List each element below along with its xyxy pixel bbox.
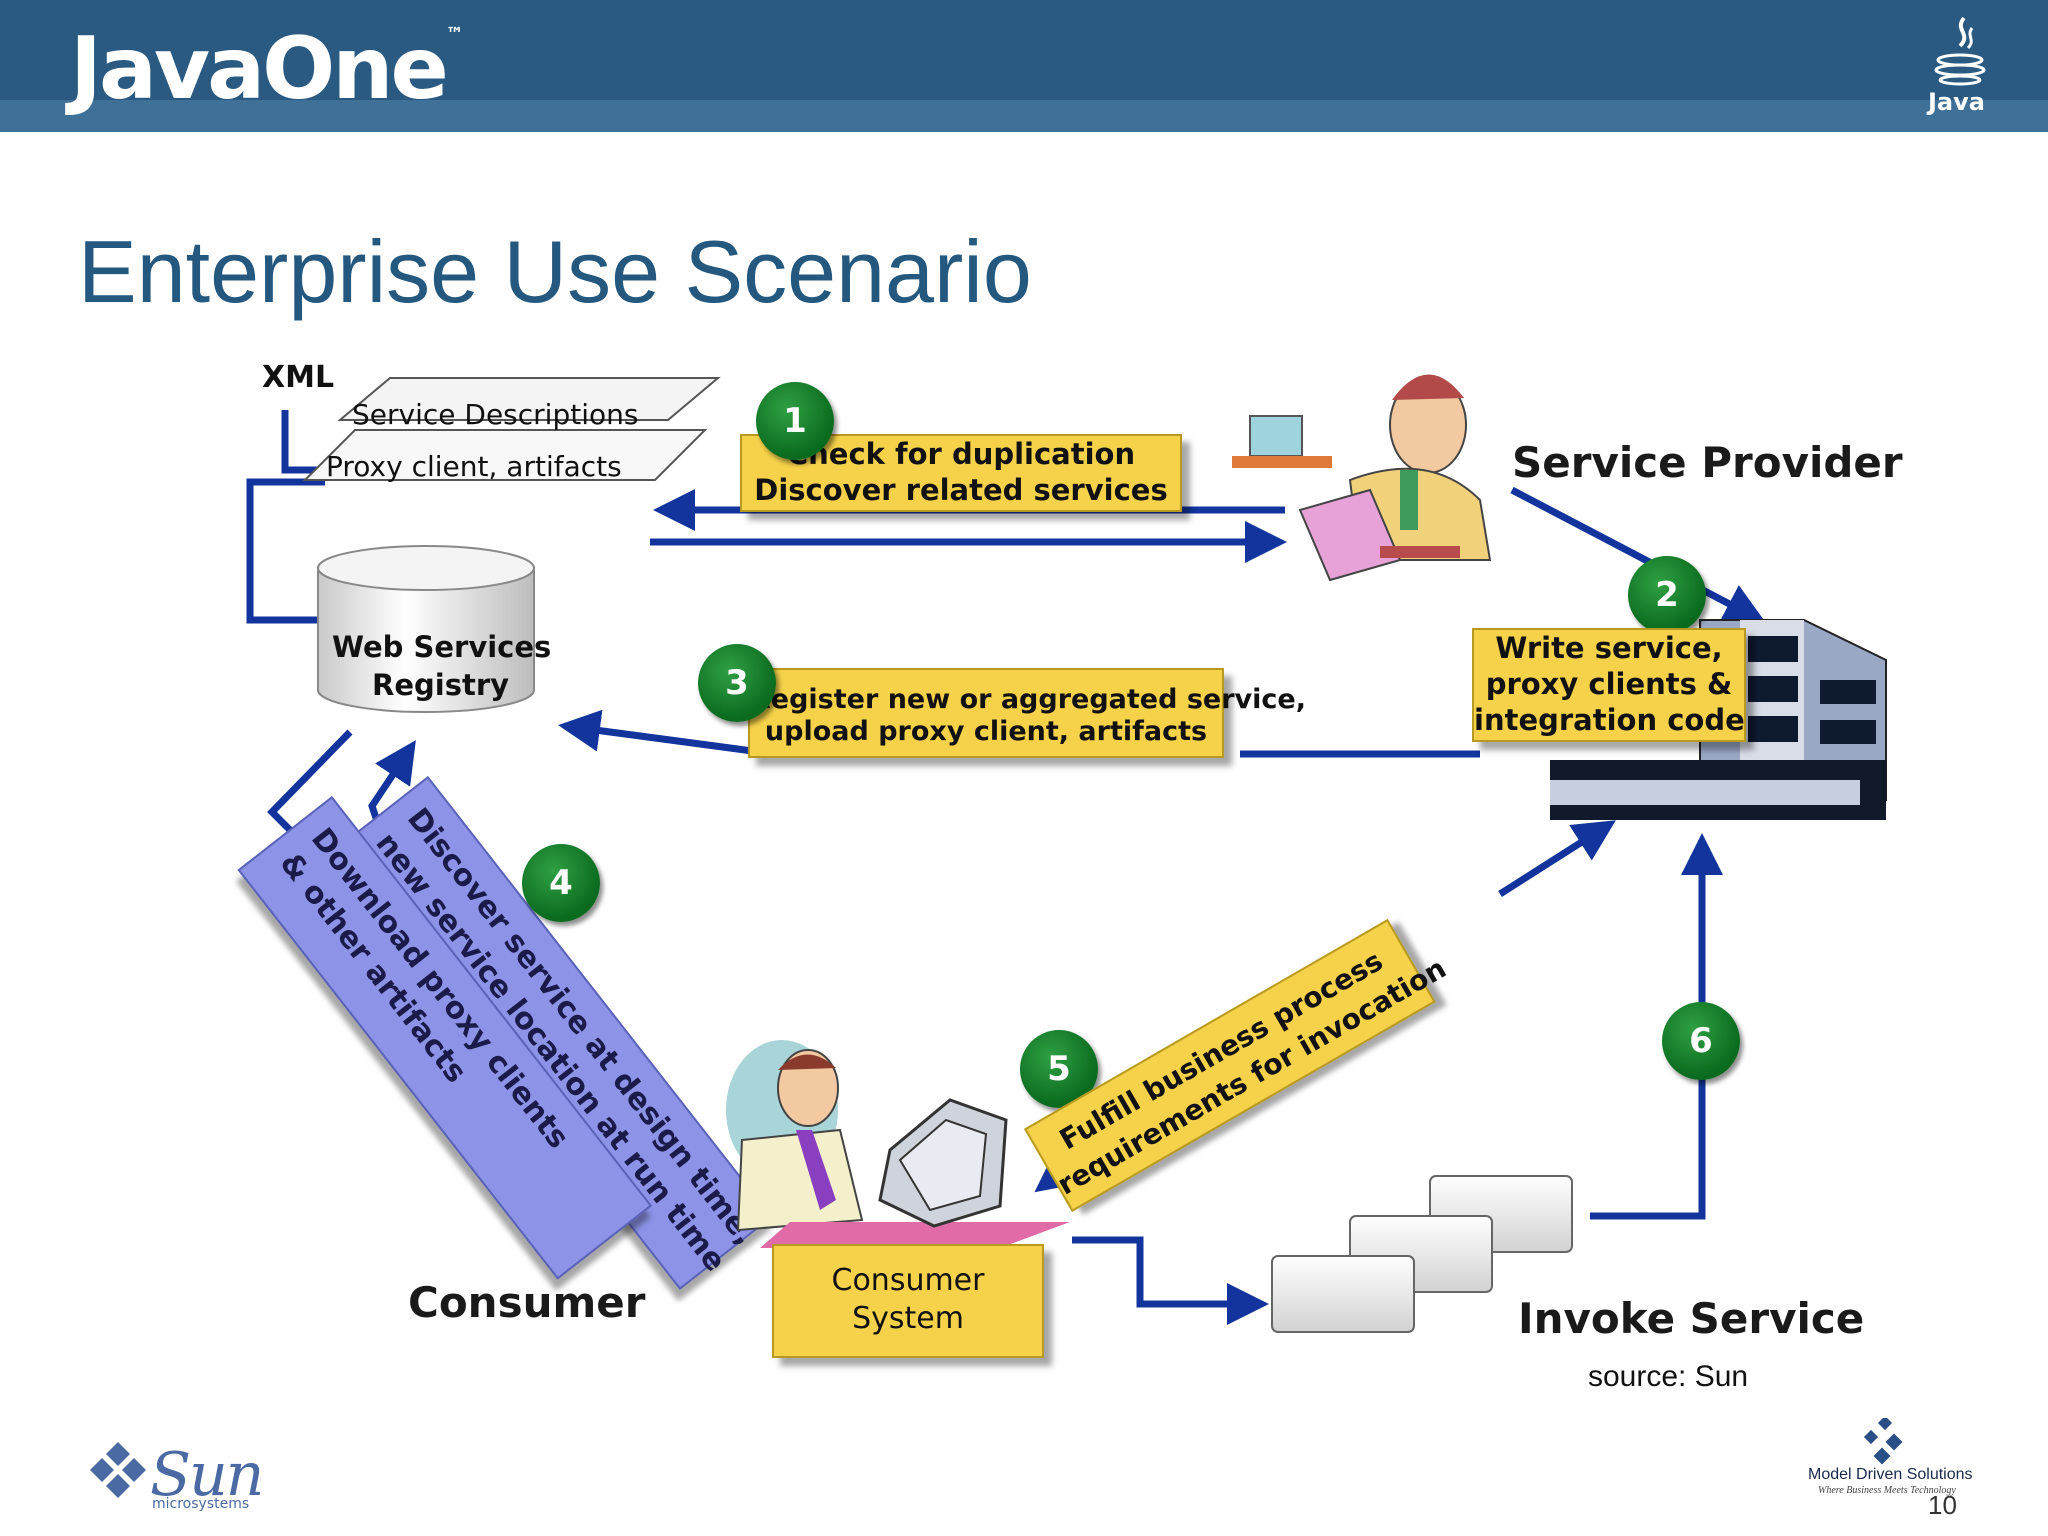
step-2-line: proxy clients & bbox=[1485, 667, 1733, 701]
step-2-line: Write service, bbox=[1495, 631, 1723, 665]
step-2-line: integration code bbox=[1474, 703, 1745, 737]
step-1-line: Discover related services bbox=[754, 473, 1168, 507]
model-driven-solutions-tagline: Where Business Meets Technology bbox=[1818, 1485, 1956, 1496]
trademark-mark: ™ bbox=[445, 24, 464, 45]
registry-label-line2: Registry bbox=[372, 668, 510, 702]
page-number: 10 bbox=[1928, 1490, 1957, 1520]
step-3-line: Register new or aggregated service, bbox=[750, 684, 1306, 715]
step-4-badge: 4 bbox=[522, 844, 600, 922]
registry-label-line1: Web Services bbox=[332, 630, 552, 664]
javaone-logo-text: JavaOne bbox=[70, 19, 449, 119]
model-driven-solutions-name: Model Driven Solutions bbox=[1808, 1466, 1973, 1483]
sun-logo-subtext: microsystems bbox=[152, 1496, 250, 1512]
consumer-system-line: System bbox=[852, 1301, 964, 1336]
xml-label: XML bbox=[262, 360, 335, 395]
consumer-label: Consumer bbox=[408, 1278, 646, 1327]
model-driven-solutions-logo-icon bbox=[1863, 1418, 1903, 1465]
slide-title: Enterprise Use Scenario bbox=[78, 222, 1032, 321]
sun-logo-text: Sun bbox=[150, 1440, 264, 1510]
step-6-badge: 6 bbox=[1662, 1002, 1740, 1080]
step-1-badge: 1 bbox=[756, 382, 834, 460]
step-2-box: Write service, proxy clients & integrati… bbox=[1472, 628, 1746, 742]
step-3-line: upload proxy client, artifacts bbox=[764, 716, 1208, 747]
xml-item-proxy-client: Proxy client, artifacts bbox=[326, 450, 622, 483]
step-5-badge: 5 bbox=[1020, 1030, 1098, 1108]
service-provider-label: Service Provider bbox=[1512, 438, 1903, 487]
xml-item-service-descriptions: Service Descriptions bbox=[352, 398, 639, 431]
consumer-system-line: Consumer bbox=[831, 1263, 985, 1298]
java-logo-text: Java bbox=[1928, 88, 1985, 116]
source-caption: source: Sun bbox=[1588, 1360, 1749, 1393]
consumer-system-box: Consumer System bbox=[772, 1244, 1044, 1358]
header-band bbox=[0, 100, 2048, 132]
sun-microsystems-logo-icon bbox=[90, 1442, 146, 1498]
step-1-box: Check for duplication Discover related s… bbox=[740, 434, 1182, 512]
database-icon bbox=[317, 545, 535, 713]
step-3-box: Register new or aggregated service, uplo… bbox=[748, 668, 1306, 758]
javaone-logo: JavaOne™ bbox=[70, 24, 464, 113]
invoke-service-label: Invoke Service bbox=[1518, 1294, 1865, 1343]
java-coffee-cup-icon bbox=[1934, 16, 1986, 86]
step-2-badge: 2 bbox=[1628, 556, 1706, 634]
step-3-badge: 3 bbox=[698, 644, 776, 722]
step-1-line: Check for duplication bbox=[786, 437, 1136, 471]
